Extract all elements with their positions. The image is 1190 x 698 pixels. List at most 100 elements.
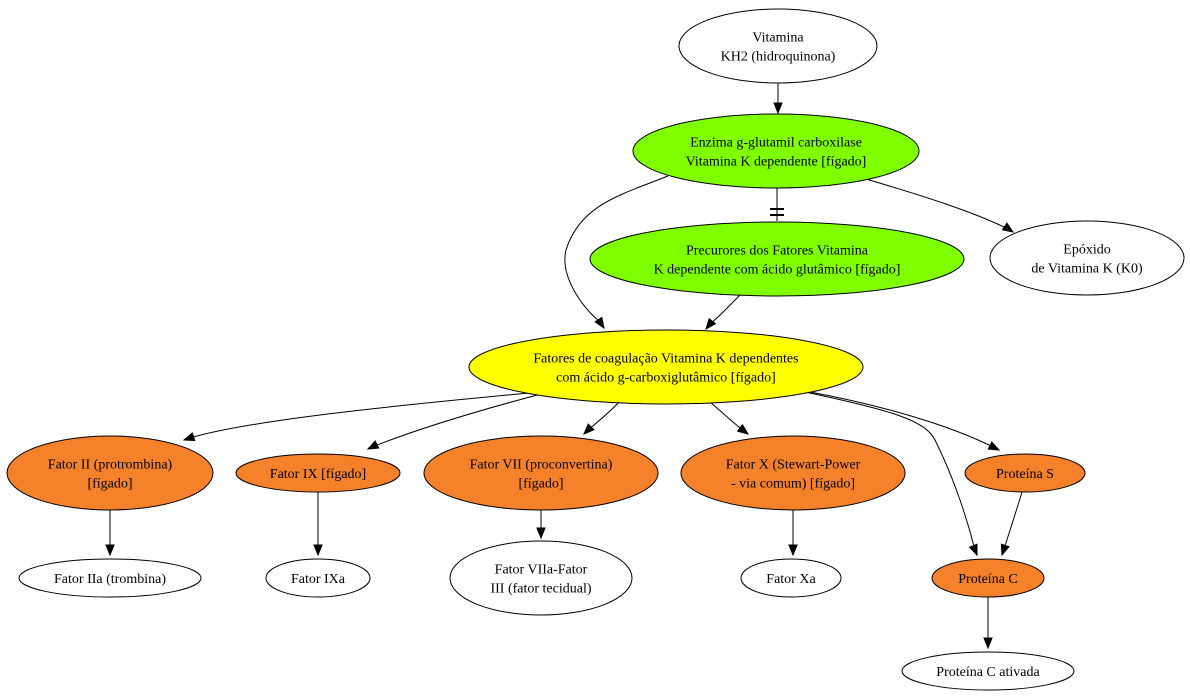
edge-fatores-to-fator_ii	[182, 391, 541, 442]
edge-fatores-to-fator_x	[709, 401, 750, 435]
node-label: Fator X (Stewart-Power	[726, 458, 861, 473]
node-precursores: Precurores dos Fatores Vitamina K depende…	[589, 221, 965, 297]
node-label: Vitamina K dependente [fígado]	[686, 155, 867, 170]
node-proteina-s: Proteína S	[964, 453, 1086, 493]
node-ellipse	[265, 558, 371, 598]
node-label: [fígado]	[518, 477, 563, 492]
node-ellipse	[632, 113, 920, 189]
node-label: Precurores dos Fatores Vitamina	[686, 244, 869, 259]
node-fator-xa: Fator Xa	[740, 558, 842, 598]
edge-fatores-to-fator_vii	[583, 400, 621, 435]
edge-fatores-to-proteina_s	[809, 391, 1001, 451]
node-label: III (fator tecidual)	[490, 582, 591, 597]
edge-line	[865, 178, 1011, 231]
node-fator-ix: Fator IX [fígado]	[235, 453, 401, 493]
arrowhead-icon	[583, 423, 595, 435]
node-label: [fígado]	[87, 477, 132, 492]
arrowhead-icon	[705, 317, 717, 331]
node-label: Proteína S	[996, 467, 1054, 482]
node-label: Enzima g-glutamil carboxilase	[690, 136, 862, 151]
edge-line	[587, 400, 621, 431]
node-label: Fator VII (proconvertina)	[470, 458, 613, 473]
node-ellipse	[678, 8, 878, 84]
edge-proteina_c-to-proteina_c_ativada	[983, 597, 993, 650]
arrowhead-icon	[788, 544, 798, 557]
edge-line	[809, 391, 996, 449]
node-ellipse	[468, 329, 864, 405]
edge-fator_vii-to-fator_viia	[536, 509, 546, 540]
arrowhead-icon	[773, 102, 783, 115]
node-label: Fator II (protrombina)	[48, 458, 173, 473]
node-label: Fator IIa (trombina)	[54, 572, 166, 587]
node-epoxido: Epóxido de Vitamina K (K0)	[989, 220, 1185, 296]
arrowhead-icon	[105, 544, 115, 557]
arrowhead-icon	[594, 316, 605, 330]
node-ellipse	[680, 435, 906, 511]
node-label: K dependente com ácido glutâmico [fígado…	[654, 263, 901, 278]
edge-enzima-to-fatores	[564, 175, 669, 330]
node-label: Vitamina	[752, 31, 804, 46]
node-label: de Vitamina K (K0)	[1031, 262, 1143, 277]
edge-line	[1003, 491, 1023, 550]
arrowhead-icon	[536, 527, 546, 540]
node-label: Fator IX [fígado]	[270, 467, 366, 482]
arrowhead-icon	[1000, 543, 1010, 557]
node-label: Fator Xa	[766, 572, 816, 587]
node-fator-ii: Fator II (protrombina) [fígado]	[6, 435, 214, 511]
arrowhead-icon	[366, 440, 380, 450]
node-fator-iia: Fator IIa (trombina)	[18, 558, 202, 598]
edge-fator_ix-to-fator_ixa	[313, 492, 323, 557]
node-label: Fatores de coagulação Vitamina K depende…	[533, 352, 798, 367]
arrowhead-icon	[182, 432, 196, 442]
arrowhead-icon	[1001, 222, 1015, 233]
edges-layer	[105, 83, 1023, 650]
node-proteina-c-ativada: Proteína C ativada	[901, 651, 1075, 691]
node-label: Fator VIIa-Fator	[495, 563, 588, 578]
node-label: com ácido g-carboxiglutâmico [fígado]	[556, 371, 776, 386]
edge-line	[371, 392, 546, 448]
node-fator-x: Fator X (Stewart-Power - via comum) [fíga…	[680, 435, 906, 511]
node-ellipse	[901, 651, 1075, 691]
node-ellipse	[235, 453, 401, 493]
edge-proteina_s-to-proteina_c	[1000, 491, 1023, 557]
edge-line	[564, 175, 669, 323]
arrowhead-icon	[983, 637, 993, 650]
edge-enzima-to-precursores	[770, 188, 784, 221]
edge-line	[709, 294, 741, 325]
node-ellipse	[6, 435, 214, 511]
node-label: Proteína C	[958, 572, 1018, 587]
node-fatores: Fatores de coagulação Vitamina K depende…	[468, 329, 864, 405]
arrowhead-icon	[968, 543, 978, 557]
edge-fator_x-to-fator_xa	[788, 510, 798, 557]
node-label: - via comum) [fígado]	[731, 477, 855, 492]
edge-vitamina_kh2-to-enzima	[773, 83, 783, 115]
edge-line	[189, 391, 541, 439]
node-ellipse	[449, 540, 633, 616]
node-ellipse	[740, 558, 842, 598]
node-ellipse	[589, 221, 965, 297]
node-ellipse	[989, 220, 1185, 296]
edge-line	[709, 401, 745, 432]
node-proteina-c: Proteína C	[931, 558, 1045, 598]
node-label: Fator IXa	[291, 572, 346, 587]
node-ellipse	[964, 453, 1086, 493]
node-label: KH2 (hidroquinona)	[721, 50, 836, 65]
edge-precursores-to-fatores	[705, 294, 741, 331]
arrowhead-icon	[736, 423, 750, 435]
node-label: Proteína C ativada	[936, 665, 1040, 680]
edge-fatores-to-proteina_c	[804, 391, 978, 557]
arrowhead-icon	[313, 544, 323, 557]
node-fator-ixa: Fator IXa	[265, 558, 371, 598]
node-label: Epóxido	[1063, 243, 1110, 258]
node-ellipse	[18, 558, 202, 598]
node-ellipse	[931, 558, 1045, 598]
edge-fator_ii-to-fator_iia	[105, 510, 115, 557]
node-fator-vii: Fator VII (proconvertina) [fígado]	[423, 435, 659, 511]
edge-enzima-to-epoxido	[865, 178, 1015, 233]
node-ellipse	[423, 435, 659, 511]
